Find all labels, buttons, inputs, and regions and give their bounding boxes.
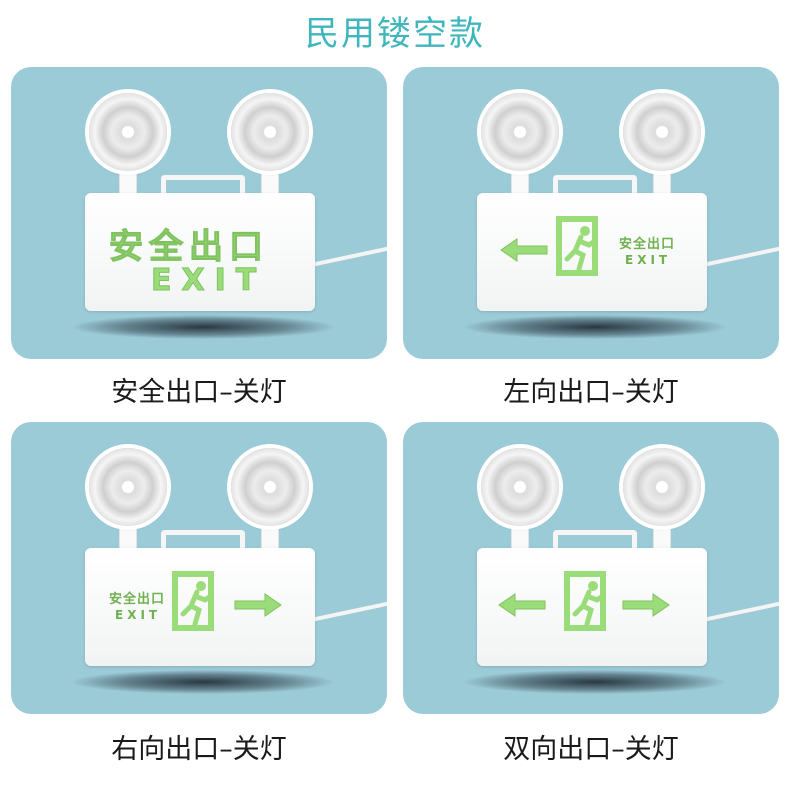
sign-box [85, 193, 315, 311]
lamp-handle [161, 175, 245, 202]
lamp-shadow [73, 670, 333, 694]
running-man-exit-icon [564, 571, 606, 631]
sign-text-cn: 安全出口 [619, 237, 676, 252]
page-title: 民用镂空款 [305, 14, 485, 54]
product-card-left-exit[interactable]: 安全出口 EXIT [403, 67, 779, 359]
lamp-head-left [89, 93, 167, 171]
lamp-shadow [73, 315, 333, 339]
product-card-right-exit[interactable]: 安全出口 EXIT [11, 422, 387, 714]
sign-text-en: EXIT [150, 263, 267, 299]
arrow-left-icon [500, 238, 548, 262]
sign-text-cn: 安全出口 [109, 227, 269, 268]
lamp-neck-left [511, 522, 529, 552]
lamp-shadow [465, 315, 725, 339]
sign-text-en: EXIT [625, 253, 672, 267]
lamp-head-left [89, 448, 167, 526]
lamp-neck-left [119, 167, 137, 197]
sign-text-cn: 安全出口 [109, 592, 166, 607]
lamp-head-left [481, 448, 559, 526]
lamp-neck-right [653, 522, 671, 552]
arrow-right-icon [234, 593, 282, 617]
running-man-exit-icon [172, 571, 214, 631]
lamp-head-left [481, 93, 559, 171]
arrow-right-icon [622, 593, 670, 617]
running-man-exit-icon [556, 216, 598, 276]
product-card-two-way-exit[interactable] [403, 422, 779, 714]
product-caption: 双向出口–关灯 [503, 734, 679, 765]
sign-text-en: EXIT [115, 608, 162, 622]
lamp-neck-left [119, 522, 137, 552]
lamp-head-right [231, 448, 309, 526]
power-cord [702, 244, 779, 267]
lamp-head-right [231, 93, 309, 171]
product-caption: 安全出口–关灯 [111, 377, 287, 408]
lamp-head-right [623, 93, 701, 171]
lamp-shadow [465, 670, 725, 694]
lamp-neck-right [653, 167, 671, 197]
lamp-head-right [623, 448, 701, 526]
lamp-neck-right [261, 522, 279, 552]
lamp-neck-left [511, 167, 529, 197]
product-caption: 左向出口–关灯 [503, 377, 679, 408]
product-card-exit[interactable]: 安全出口 EXIT [11, 67, 387, 359]
lamp-handle [161, 530, 245, 557]
lamp-handle [553, 175, 637, 202]
product-caption: 右向出口–关灯 [111, 734, 287, 765]
lamp-handle [553, 530, 637, 557]
power-cord [310, 599, 387, 622]
lamp-neck-right [261, 167, 279, 197]
power-cord [702, 599, 779, 622]
arrow-left-icon [498, 593, 546, 617]
power-cord [310, 244, 387, 267]
